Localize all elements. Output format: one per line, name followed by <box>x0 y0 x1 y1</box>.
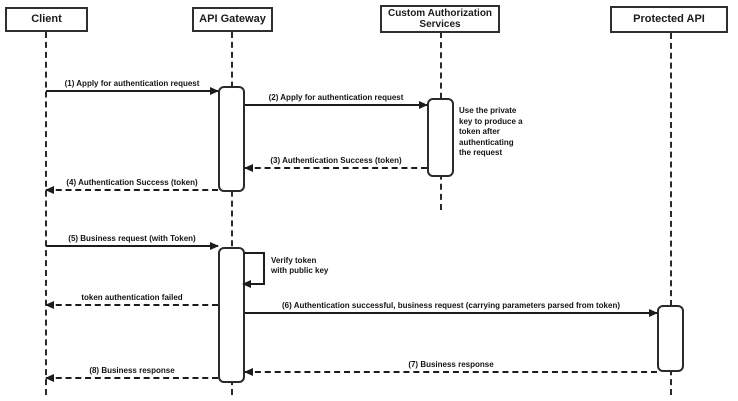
self-message-line: Verify token <box>271 256 317 265</box>
message-7-label: (7) Business response <box>408 360 494 369</box>
actor-label-custom-authorization-services: Custom Authorization Services <box>387 7 493 31</box>
message-6: (6) Authentication successful, business … <box>245 301 658 317</box>
arrowhead-icon <box>210 242 219 250</box>
lifeline-api-gateway <box>231 32 233 395</box>
message-4-label: (4) Authentication Success (token) <box>66 178 198 187</box>
actor-box-custom-authorization-services: Custom Authorization Services <box>380 5 500 33</box>
message-token-auth-failed-arrow <box>45 301 218 309</box>
self-message-line: with public key <box>271 266 329 275</box>
lifeline-client <box>45 32 47 395</box>
message-7-arrow <box>244 368 657 376</box>
message-8-arrow <box>45 374 218 382</box>
message-3-label: (3) Authentication Success (token) <box>270 156 402 165</box>
message-4-arrow <box>45 186 218 194</box>
note-line: token after <box>459 127 500 136</box>
message-2-label: (2) Apply for authentication request <box>268 93 404 102</box>
actor-box-api-gateway: API Gateway <box>192 7 273 32</box>
arrowhead-icon <box>242 280 251 288</box>
message-1: (1) Apply for authentication request <box>46 79 219 95</box>
message-1-arrow <box>46 87 219 95</box>
message-8: (8) Business response <box>45 366 218 382</box>
message-6-arrow <box>245 309 658 317</box>
self-message-label: Verify token with public key <box>271 256 328 276</box>
message-5: (5) Business request (with Token) <box>46 234 219 250</box>
message-3: (3) Authentication Success (token) <box>244 156 427 172</box>
message-7: (7) Business response <box>244 360 657 376</box>
note-line: Use the private <box>459 106 517 115</box>
arrowhead-icon <box>419 101 428 109</box>
lifeline-protected-api <box>670 33 672 395</box>
message-token-auth-failed-label: token authentication failed <box>81 293 183 302</box>
actor-label-client: Client <box>31 13 62 26</box>
arrowhead-icon <box>244 164 253 172</box>
arrowhead-icon <box>45 186 54 194</box>
message-6-label: (6) Authentication successful, business … <box>281 301 621 310</box>
message-2: (2) Apply for authentication request <box>245 93 428 109</box>
note-line: key to produce a <box>459 116 523 126</box>
note-line: authenticating <box>459 137 514 147</box>
arrowhead-icon <box>45 301 54 309</box>
note-private-key: Use the private key to produce a token a… <box>459 106 523 159</box>
activation-protected-api <box>657 305 684 372</box>
message-8-label: (8) Business response <box>89 366 175 375</box>
actor-label-protected-api: Protected API <box>633 13 705 26</box>
actor-box-client: Client <box>5 7 88 32</box>
arrowhead-icon <box>210 87 219 95</box>
message-token-auth-failed: token authentication failed <box>45 293 218 309</box>
message-5-arrow <box>46 242 219 250</box>
arrowhead-icon <box>649 309 658 317</box>
message-3-arrow <box>244 164 427 172</box>
actor-box-protected-api: Protected API <box>610 6 728 33</box>
arrowhead-icon <box>244 368 253 376</box>
message-5-label: (5) Business request (with Token) <box>68 234 196 243</box>
activation-api-gateway-1 <box>218 86 245 192</box>
message-2-arrow <box>245 101 428 109</box>
actor-label-api-gateway: API Gateway <box>199 13 266 26</box>
activation-api-gateway-2 <box>218 247 245 383</box>
activation-custom-authorization-services <box>427 98 454 177</box>
note-line: the request <box>459 148 503 157</box>
message-4: (4) Authentication Success (token) <box>45 178 218 194</box>
message-1-label: (1) Apply for authentication request <box>64 79 200 88</box>
self-message-loop <box>242 252 265 288</box>
arrowhead-icon <box>45 374 54 382</box>
